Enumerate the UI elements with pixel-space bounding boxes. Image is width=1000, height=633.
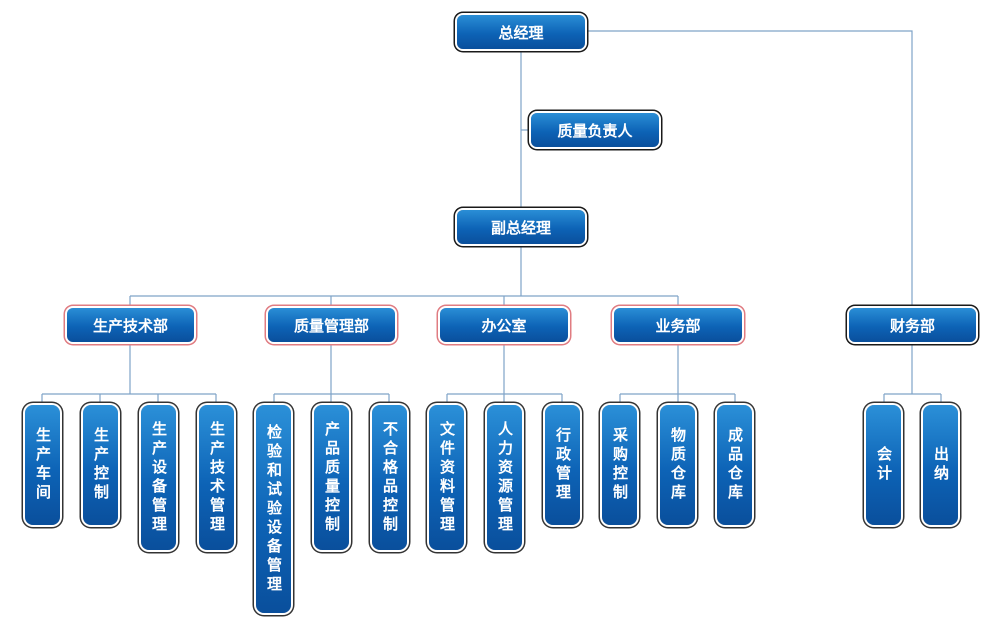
dept-finance-label: 财务部 [889, 316, 935, 335]
leaf-production-workshop: 生产车间 [25, 405, 60, 525]
leaf-document-management-label: 文件资料管理 [438, 420, 456, 535]
node-general-manager-label: 总经理 [498, 23, 544, 42]
leaf-procurement-control-label: 采购控制 [611, 427, 629, 503]
leaf-accounting: 会计 [866, 405, 901, 525]
leaf-administration-label: 行政管理 [554, 427, 572, 503]
leaf-procurement-control: 采购控制 [602, 405, 637, 525]
leaf-production-technology: 生产技术管理 [199, 405, 234, 550]
dept-business: 业务部 [614, 308, 742, 342]
leaf-production-workshop-label: 生产车间 [34, 427, 52, 503]
leaf-cashier: 出纳 [923, 405, 958, 525]
dept-quality-management-label: 质量管理部 [293, 316, 369, 335]
leaf-administration: 行政管理 [545, 405, 580, 525]
leaf-finished-goods-warehouse: 成品仓库 [717, 405, 752, 525]
dept-office-label: 办公室 [481, 316, 527, 335]
leaf-inspection-equipment-label: 检验和试验设备管理 [265, 423, 283, 595]
leaf-product-quality-control: 产品质量控制 [314, 405, 349, 550]
dept-production-tech: 生产技术部 [67, 308, 194, 342]
leaf-document-management: 文件资料管理 [429, 405, 464, 550]
leaf-human-resources-label: 人力资源管理 [496, 420, 514, 535]
leaf-cashier-label: 出纳 [932, 446, 950, 484]
dept-quality-management: 质量管理部 [268, 308, 395, 342]
leaf-production-control: 生产控制 [83, 405, 118, 525]
leaf-production-equipment: 生产设备管理 [141, 405, 176, 550]
leaf-materials-warehouse: 物质仓库 [660, 405, 695, 525]
leaf-inspection-equipment: 检验和试验设备管理 [256, 405, 291, 613]
leaf-finished-goods-warehouse-label: 成品仓库 [726, 427, 744, 503]
dept-production-tech-label: 生产技术部 [92, 316, 168, 335]
node-general-manager: 总经理 [457, 15, 585, 49]
connector-gm-finance [587, 30, 913, 307]
leaf-production-technology-label: 生产技术管理 [208, 420, 226, 535]
node-vice-general-manager: 副总经理 [457, 210, 585, 244]
leaf-production-control-label: 生产控制 [92, 427, 110, 503]
leaf-nonconforming-control: 不合格品控制 [372, 405, 407, 550]
leaf-materials-warehouse-label: 物质仓库 [669, 427, 687, 503]
leaf-production-equipment-label: 生产设备管理 [150, 420, 168, 535]
dept-office: 办公室 [440, 308, 568, 342]
node-quality-manager-label: 质量负责人 [557, 121, 633, 140]
leaf-product-quality-control-label: 产品质量控制 [323, 420, 341, 535]
dept-finance: 财务部 [849, 308, 976, 342]
node-quality-manager: 质量负责人 [531, 113, 659, 147]
node-vice-general-manager-label: 副总经理 [490, 218, 551, 237]
leaf-accounting-label: 会计 [875, 446, 893, 484]
dept-business-label: 业务部 [655, 316, 701, 335]
leaf-human-resources: 人力资源管理 [487, 405, 522, 550]
leaf-nonconforming-control-label: 不合格品控制 [381, 420, 399, 535]
